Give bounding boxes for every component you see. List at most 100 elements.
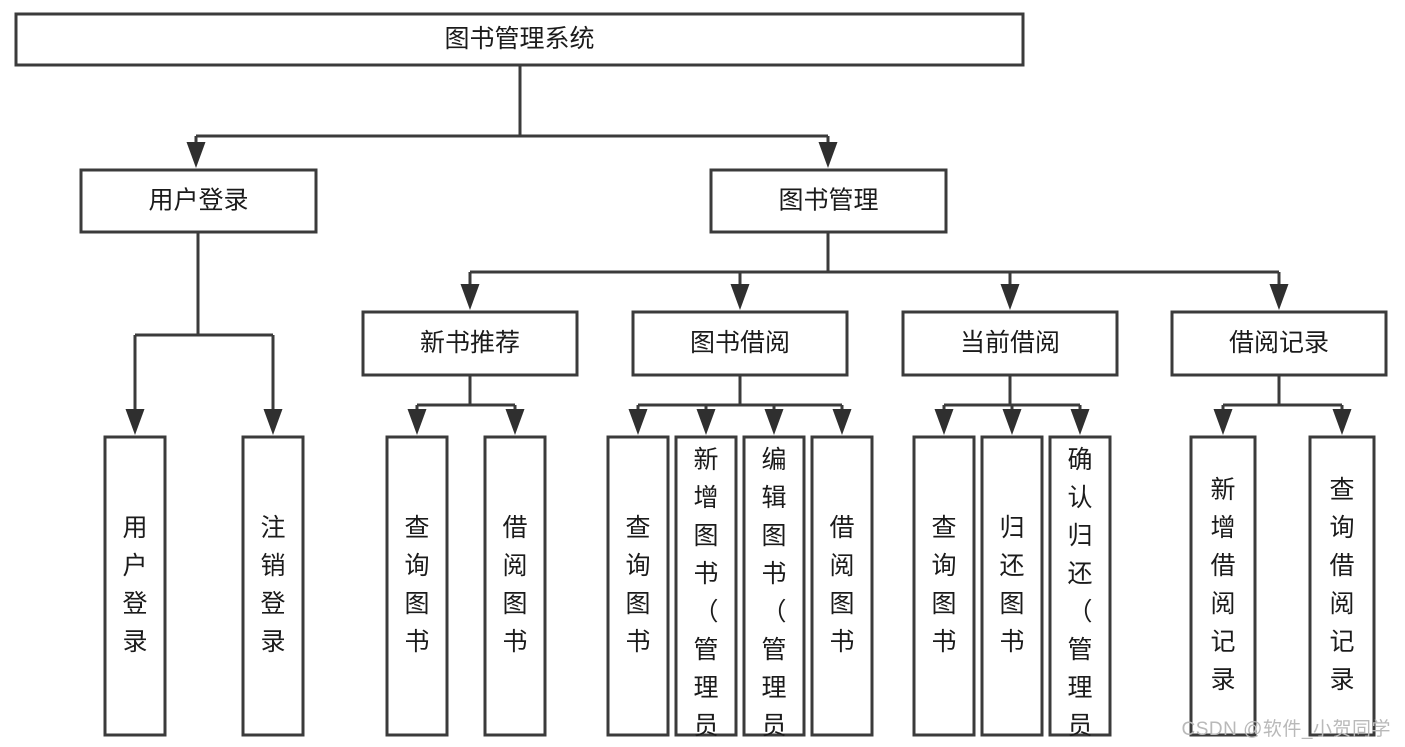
node-layer: 图书管理系统用户登录图书管理新书推荐图书借阅当前借阅借阅记录用户登录注销登录查询… <box>14 12 1388 747</box>
node-box[interactable] <box>980 435 1044 737</box>
node-box[interactable] <box>709 168 948 234</box>
node-current-borrow[interactable]: 当前借阅 <box>901 310 1119 377</box>
node-leaf-query-book-3[interactable]: 查询图书 <box>912 435 976 737</box>
node-box[interactable] <box>631 310 849 377</box>
arrow-to-leaf-add-book <box>696 405 716 435</box>
node-label: 归还图书 <box>999 514 1024 656</box>
arrow-head <box>125 409 145 435</box>
node-root[interactable]: 图书管理系统 <box>14 12 1025 67</box>
connector-bus-book-management <box>470 232 1279 274</box>
node-label: 查询借阅记录 <box>1329 476 1354 694</box>
node-label: 借阅图书 <box>502 514 527 656</box>
arrow-to-book-management <box>818 136 838 168</box>
node-leaf-logout[interactable]: 注销登录 <box>241 435 305 737</box>
node-box[interactable] <box>674 435 738 737</box>
node-label: 查询图书 <box>625 514 650 656</box>
arrow-head <box>1213 409 1233 435</box>
node-box[interactable] <box>810 435 874 737</box>
node-leaf-query-book-1[interactable]: 查询图书 <box>385 435 449 737</box>
node-label: 用户登录 <box>122 514 147 656</box>
node-leaf-borrow-book-2[interactable]: 借阅图书 <box>810 435 874 737</box>
node-leaf-query-book-2[interactable]: 查询图书 <box>606 435 670 737</box>
arrow-to-user-login <box>186 136 206 168</box>
node-leaf-add-book[interactable]: 新增图书（管理员） <box>674 435 738 747</box>
arrow-head <box>263 409 283 435</box>
connector-bus-book-borrow <box>638 375 842 407</box>
arrow-to-leaf-add-borrow-record <box>1213 405 1233 435</box>
connector-bus-user-login <box>135 232 273 337</box>
arrow-head <box>832 409 852 435</box>
arrow-to-leaf-query-book-1 <box>407 405 427 435</box>
arrow-head <box>764 409 784 435</box>
connector-bus-root <box>196 65 828 138</box>
node-user-login[interactable]: 用户登录 <box>79 168 318 234</box>
node-box[interactable] <box>1170 310 1388 377</box>
connector-bus-current-borrow <box>944 375 1080 407</box>
node-label: 图书借阅 <box>690 329 790 357</box>
node-box[interactable] <box>742 435 806 737</box>
node-leaf-edit-book[interactable]: 编辑图书（管理员） <box>742 435 806 747</box>
node-label: 用户登录 <box>148 187 248 215</box>
arrow-to-leaf-confirm-return <box>1070 405 1090 435</box>
node-leaf-user-login[interactable]: 用户登录 <box>103 435 167 737</box>
node-label: 图书管理系统 <box>444 25 594 53</box>
node-box[interactable] <box>1308 435 1376 737</box>
arrow-to-leaf-edit-book <box>764 405 784 435</box>
arrow-to-current-borrow <box>1000 272 1020 310</box>
arrow-to-leaf-user-login <box>125 335 145 435</box>
arrow-head <box>460 284 480 310</box>
arrow-to-book-borrow <box>730 272 750 310</box>
node-borrow-record[interactable]: 借阅记录 <box>1170 310 1388 377</box>
node-box[interactable] <box>483 435 547 737</box>
node-box[interactable] <box>103 435 167 737</box>
arrow-head <box>186 142 206 168</box>
arrow-to-leaf-borrow-book-1 <box>505 405 525 435</box>
arrow-to-leaf-borrow-book-2 <box>832 405 852 435</box>
node-box[interactable] <box>14 12 1025 67</box>
arrow-to-leaf-query-book-3 <box>934 405 954 435</box>
node-leaf-query-borrow-record[interactable]: 查询借阅记录 <box>1308 435 1376 737</box>
node-box[interactable] <box>912 435 976 737</box>
node-leaf-borrow-book-1[interactable]: 借阅图书 <box>483 435 547 737</box>
node-box[interactable] <box>901 310 1119 377</box>
node-box[interactable] <box>385 435 449 737</box>
node-book-management[interactable]: 图书管理 <box>709 168 948 234</box>
node-label: 注销登录 <box>260 514 285 656</box>
node-box[interactable] <box>606 435 670 737</box>
arrow-head <box>407 409 427 435</box>
arrow-to-leaf-query-book-2 <box>628 405 648 435</box>
connector-bus-borrow-record <box>1223 375 1342 407</box>
node-label: 图书管理 <box>778 187 878 215</box>
node-box[interactable] <box>361 310 579 377</box>
node-new-book-recommend[interactable]: 新书推荐 <box>361 310 579 377</box>
arrow-head <box>934 409 954 435</box>
arrow-to-borrow-record <box>1269 272 1289 310</box>
arrow-to-leaf-return-book <box>1002 405 1022 435</box>
arrow-head <box>1269 284 1289 310</box>
node-label: 借阅图书 <box>829 514 854 656</box>
node-label: 查询图书 <box>931 514 956 656</box>
node-label: 新增借阅记录 <box>1210 476 1235 694</box>
arrow-head <box>696 409 716 435</box>
arrow-to-leaf-query-borrow-record <box>1332 405 1352 435</box>
arrow-layer <box>125 136 1352 435</box>
node-book-borrow[interactable]: 图书借阅 <box>631 310 849 377</box>
node-box[interactable] <box>79 168 318 234</box>
node-box[interactable] <box>241 435 305 737</box>
node-label: 新书推荐 <box>420 329 520 357</box>
node-box[interactable] <box>1048 435 1112 737</box>
node-leaf-confirm-return[interactable]: 确认归还（管理员） <box>1048 435 1112 747</box>
node-leaf-add-borrow-record[interactable]: 新增借阅记录 <box>1189 435 1257 737</box>
arrow-head <box>1000 284 1020 310</box>
node-leaf-return-book[interactable]: 归还图书 <box>980 435 1044 737</box>
connector-bus-new-book-recommend <box>417 375 515 407</box>
arrow-to-new-book-recommend <box>460 272 480 310</box>
arrow-head <box>1070 409 1090 435</box>
arrow-head <box>1002 409 1022 435</box>
node-label: 查询图书 <box>404 514 429 656</box>
node-box[interactable] <box>1189 435 1257 737</box>
connector-layer <box>135 65 1342 407</box>
node-label: 编辑图书（管理员） <box>761 446 786 747</box>
